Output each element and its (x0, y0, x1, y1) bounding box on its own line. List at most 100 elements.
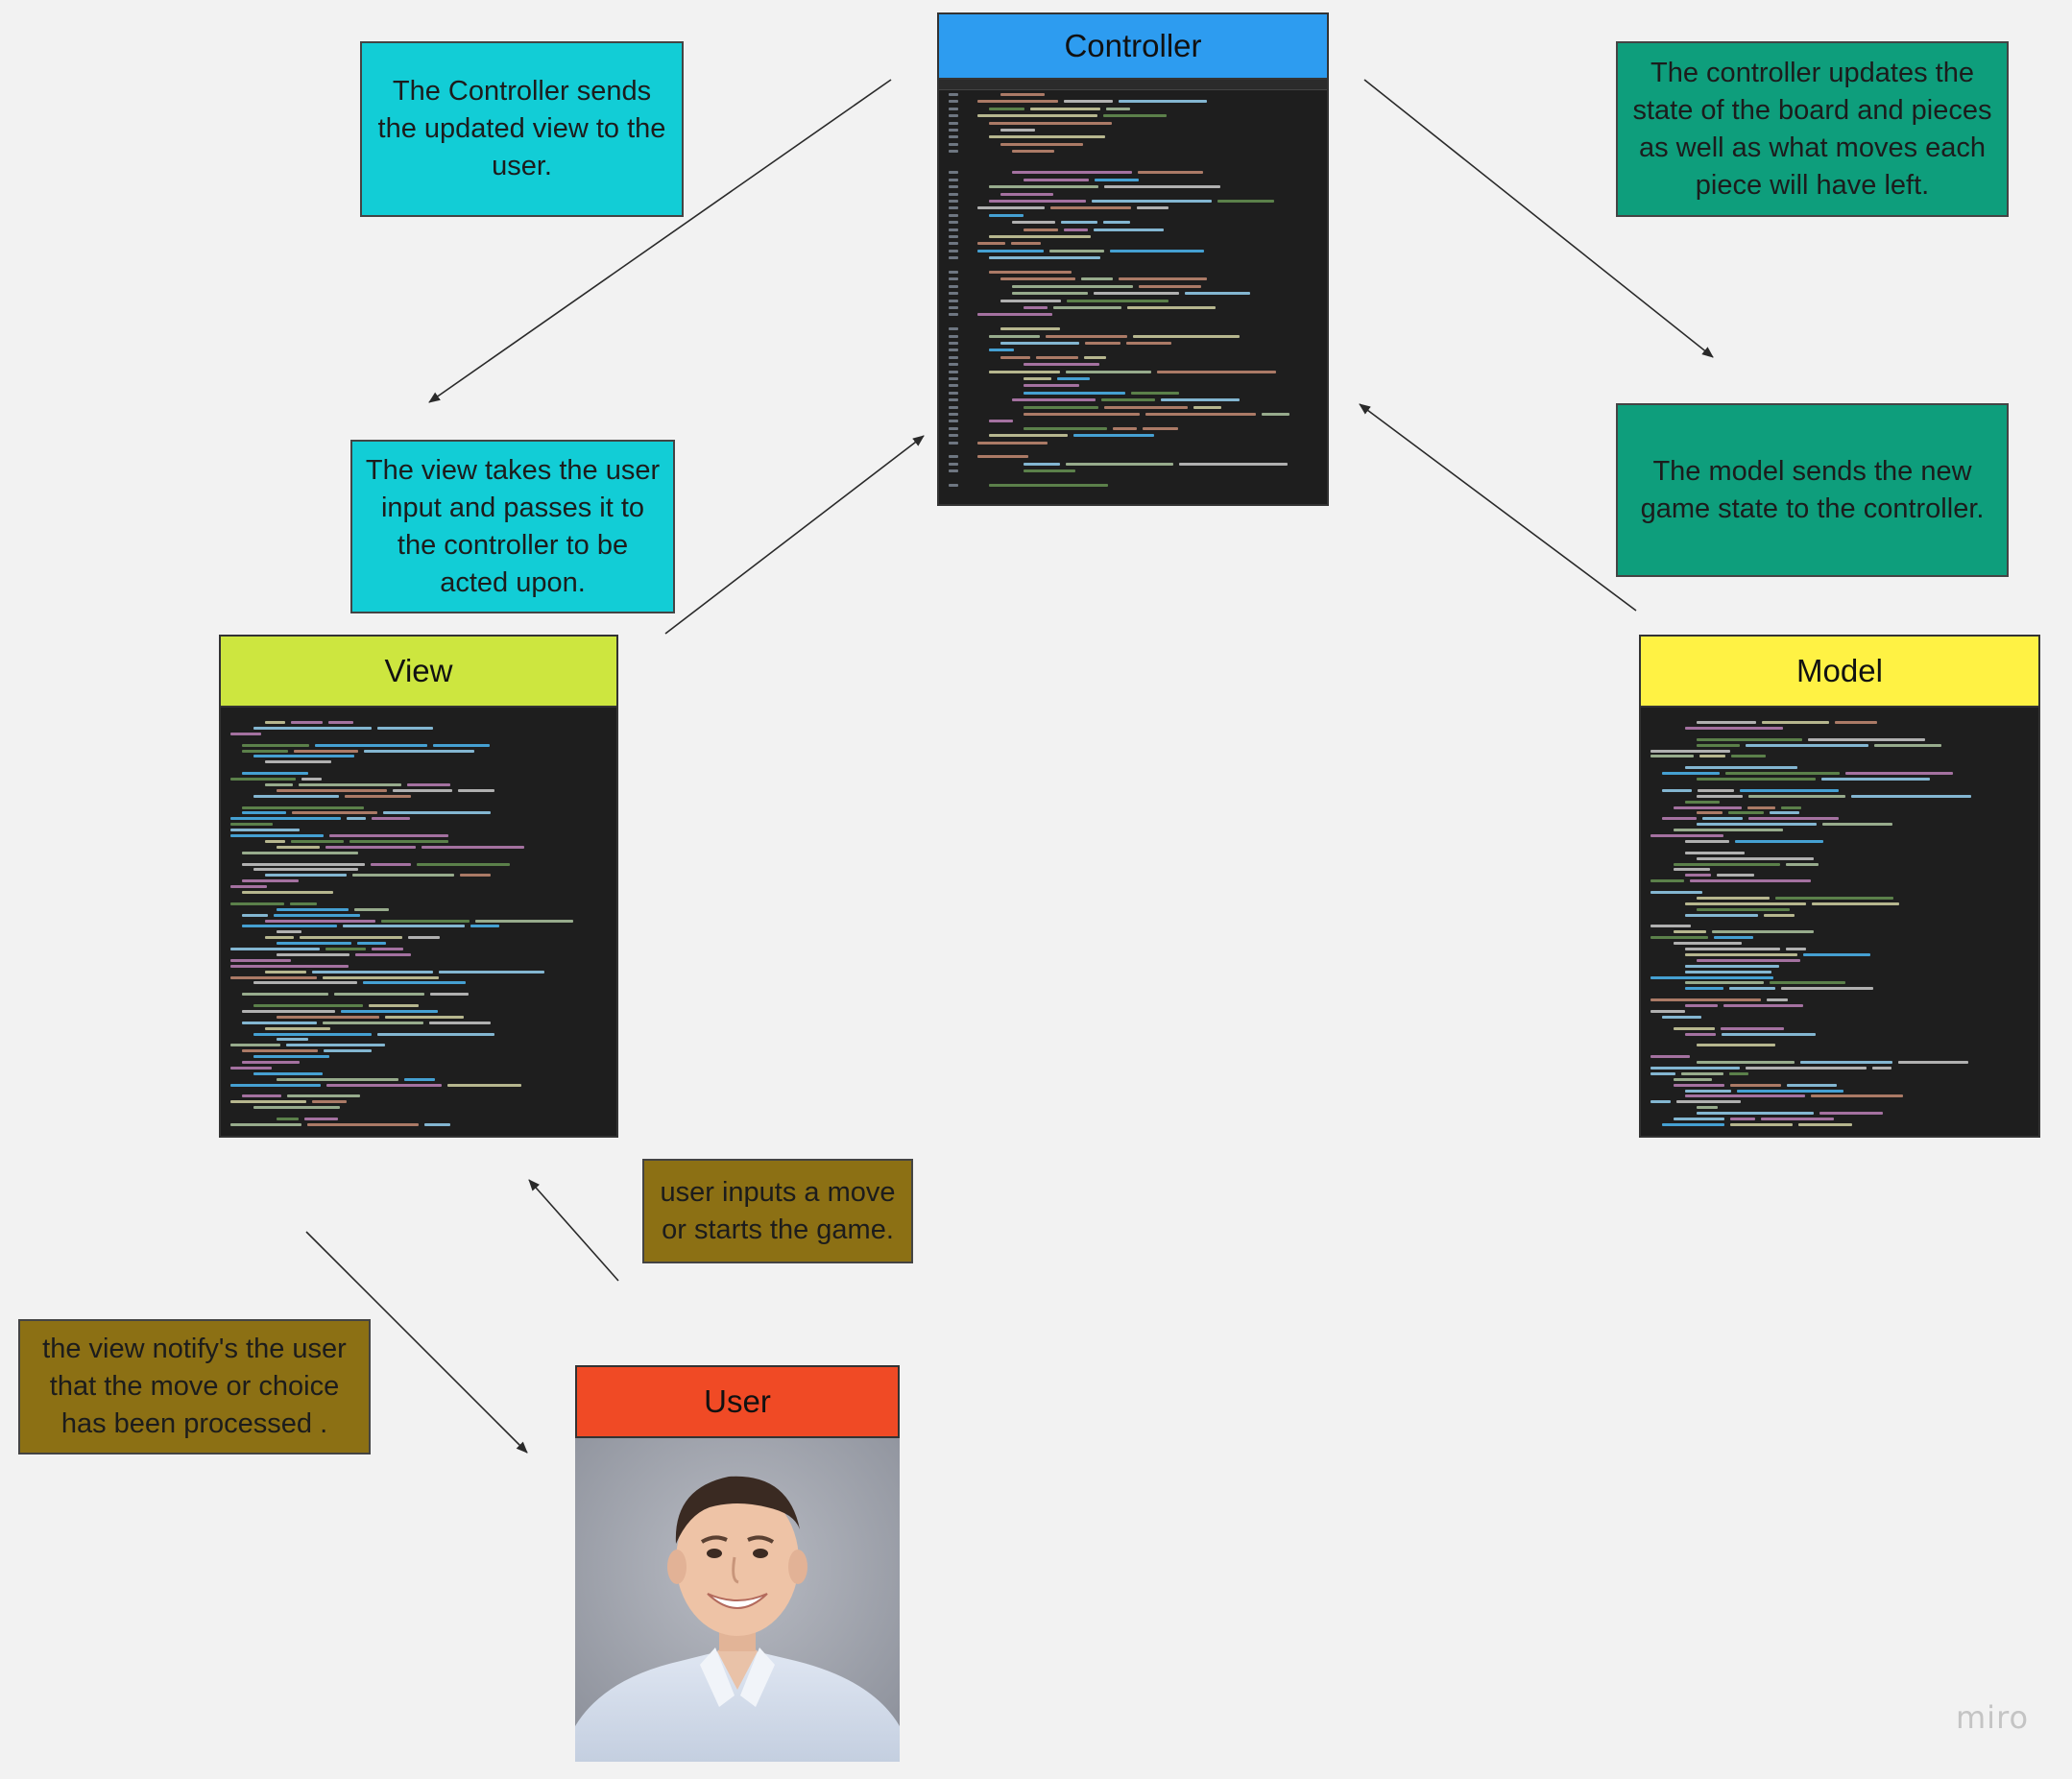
code-token (1685, 1032, 1716, 1036)
code-token (1822, 823, 1892, 827)
code-token (1851, 794, 1971, 798)
code-token (1050, 206, 1131, 210)
model-card[interactable]: Model (1639, 635, 2040, 1138)
code-token (989, 484, 1108, 487)
code-token (1730, 1083, 1781, 1087)
code-token (1138, 171, 1203, 175)
code-token (277, 1038, 308, 1042)
code-token (422, 845, 524, 849)
code-token (1143, 426, 1178, 430)
code-token (1095, 178, 1139, 181)
code-token (433, 743, 490, 747)
code-token (1674, 868, 1710, 872)
code-token (230, 778, 296, 781)
code-token (355, 952, 411, 956)
line-number (949, 327, 958, 331)
code-token (307, 1122, 419, 1126)
code-token (989, 349, 1014, 352)
code-token (1685, 913, 1758, 917)
code-token (1674, 1026, 1715, 1030)
code-token (1106, 107, 1130, 110)
code-token (1085, 342, 1120, 345)
code-token (1024, 178, 1089, 181)
note-controller-sends-view[interactable]: The Controller sends the updated view to… (360, 41, 684, 217)
code-token (1104, 185, 1220, 189)
code-token (1011, 242, 1041, 246)
code-token (325, 845, 416, 849)
code-token (1874, 743, 1941, 747)
arrow-icon (664, 435, 925, 635)
code-token (439, 970, 544, 974)
code-token (242, 993, 328, 997)
code-token (286, 1044, 385, 1047)
code-token (977, 313, 1052, 317)
user-label: User (704, 1383, 771, 1419)
note-view-passes-input[interactable]: The view takes the user input and passes… (350, 440, 675, 613)
code-token (989, 434, 1068, 438)
code-token (1729, 1071, 1748, 1075)
code-token (977, 100, 1058, 104)
line-number (949, 292, 958, 296)
code-token (1084, 355, 1106, 359)
code-token (470, 925, 499, 928)
user-card[interactable]: User (575, 1365, 900, 1762)
code-token (1721, 1026, 1784, 1030)
code-token (1699, 755, 1725, 758)
code-token (324, 1049, 372, 1053)
note-controller-updates-state[interactable]: The controller updates the state of the … (1616, 41, 2009, 217)
code-token (1110, 249, 1204, 252)
code-token (230, 1066, 272, 1070)
code-token (1024, 384, 1079, 388)
code-token (265, 970, 306, 974)
note-view-notifies[interactable]: the view notify's the user that the move… (18, 1319, 371, 1454)
controller-code-screenshot (937, 80, 1329, 506)
note-text: The Controller sends the updated view to… (377, 76, 666, 181)
code-token (1735, 839, 1823, 843)
code-token (1057, 377, 1090, 380)
note-user-inputs[interactable]: user inputs a move or starts the game. (642, 1159, 913, 1263)
code-token (242, 913, 268, 917)
controller-card[interactable]: Controller (937, 12, 1329, 506)
arrow-icon (1359, 403, 1637, 612)
controller-label: Controller (1064, 28, 1202, 63)
code-token (1113, 426, 1137, 430)
code-token (1898, 1061, 1968, 1064)
code-token (1066, 462, 1173, 466)
code-token (1746, 1066, 1867, 1070)
code-token (1650, 749, 1730, 753)
code-token (369, 1004, 419, 1007)
code-token (1024, 391, 1125, 395)
line-number (949, 114, 958, 118)
code-token (1781, 987, 1873, 991)
code-token (277, 1118, 299, 1120)
code-token (1811, 1094, 1903, 1098)
line-number (949, 271, 958, 274)
code-token (1101, 398, 1155, 402)
code-token (1676, 1100, 1741, 1104)
line-number (949, 100, 958, 104)
code-token (1821, 778, 1930, 781)
code-token (989, 185, 1098, 189)
code-token (1650, 1071, 1675, 1075)
code-token (1193, 405, 1221, 409)
code-token (265, 839, 285, 843)
code-token (230, 732, 261, 735)
code-token (1000, 299, 1061, 302)
note-model-sends-state[interactable]: The model sends the new game state to th… (1616, 403, 2009, 577)
model-label: Model (1796, 653, 1883, 688)
code-token (1000, 93, 1045, 96)
code-token (1685, 1089, 1731, 1093)
code-token (1685, 839, 1729, 843)
code-token (1674, 930, 1706, 934)
code-token (287, 1094, 360, 1098)
code-token (1131, 391, 1179, 395)
editor-tab-bar (939, 80, 1327, 90)
code-token (1012, 398, 1096, 402)
code-token (1798, 1122, 1852, 1126)
code-token (230, 1100, 306, 1104)
line-number (949, 242, 958, 246)
view-card[interactable]: View (219, 635, 618, 1138)
code-token (1650, 1055, 1690, 1059)
code-token (460, 874, 491, 877)
code-token (1024, 469, 1075, 473)
